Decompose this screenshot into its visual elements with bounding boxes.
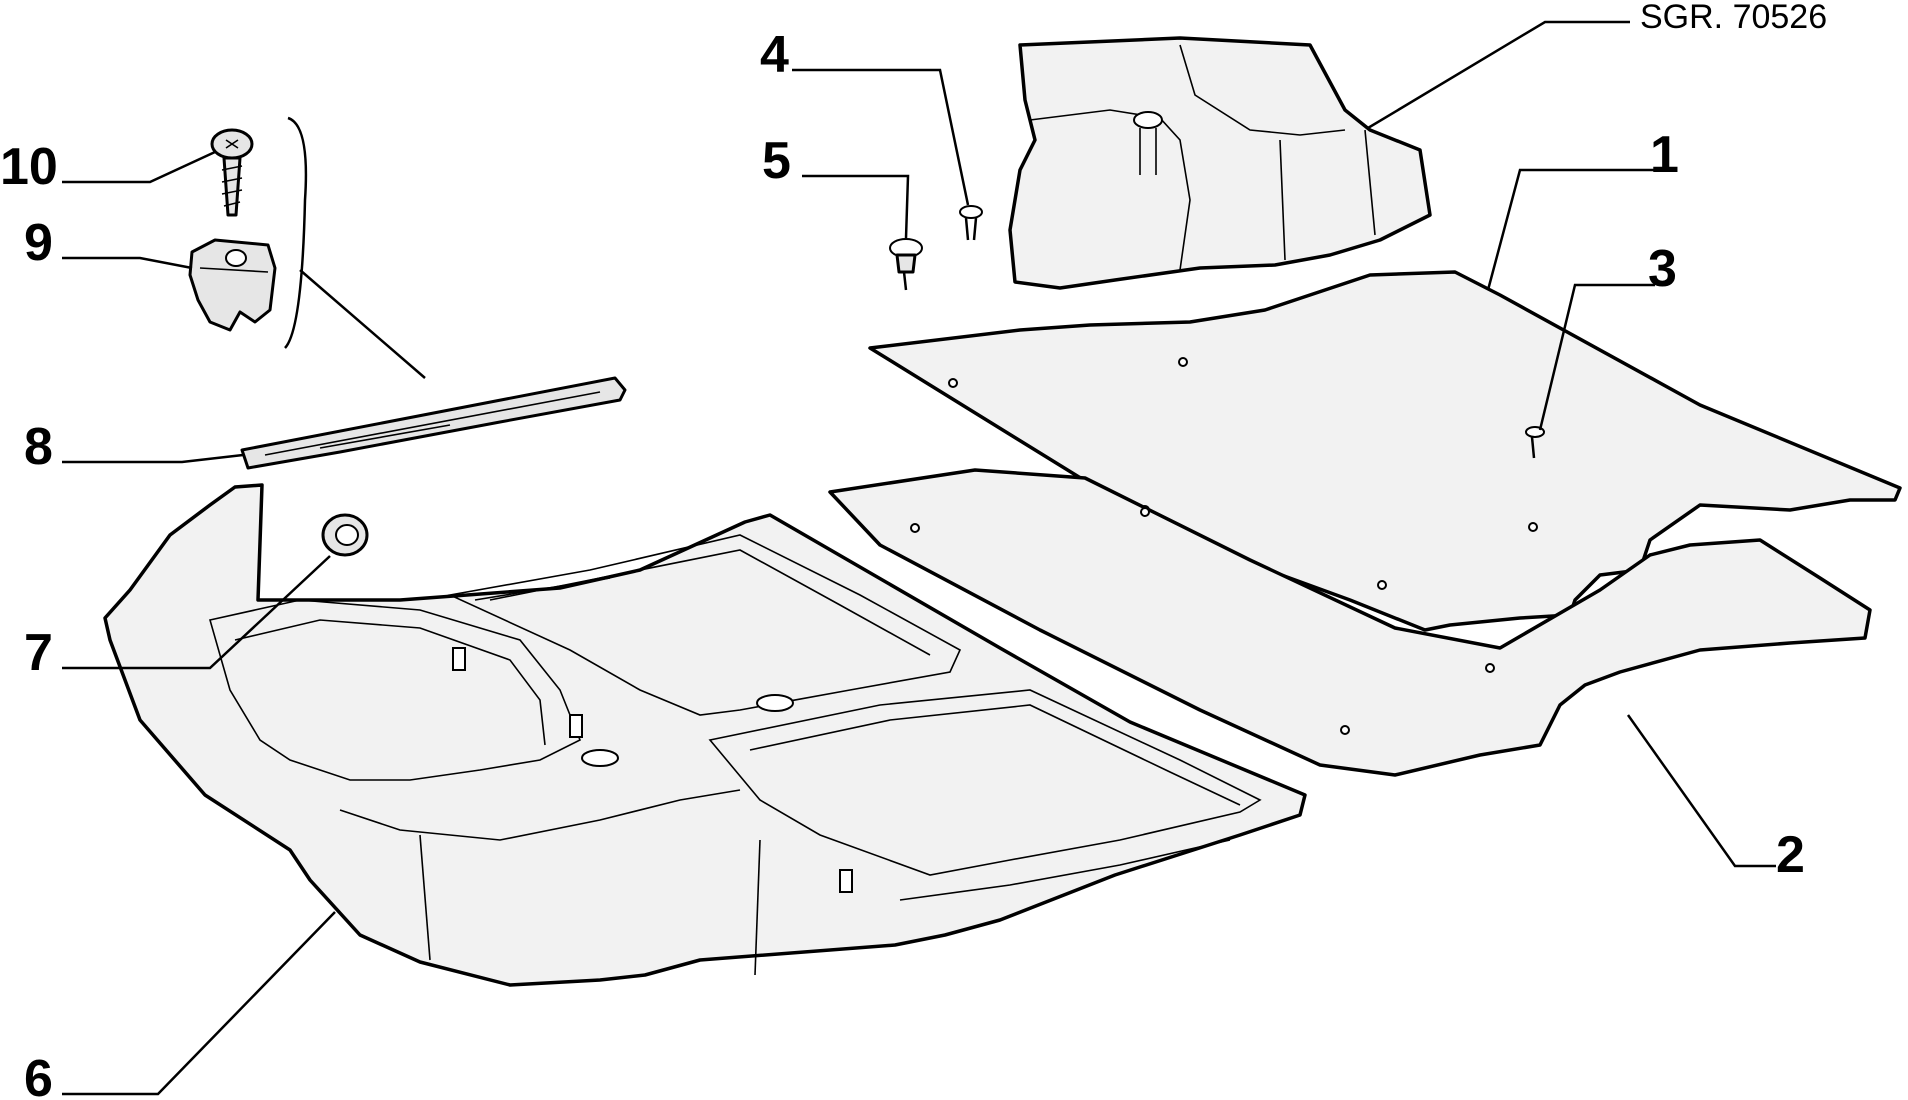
callout-4: 4 bbox=[760, 26, 789, 84]
callout-7: 7 bbox=[24, 624, 53, 682]
trim-strip-8 bbox=[240, 376, 627, 470]
clip-4 bbox=[959, 205, 983, 241]
screw-10 bbox=[210, 128, 254, 217]
trunk-side-panel bbox=[1008, 36, 1432, 290]
leader-6 bbox=[62, 911, 336, 1096]
clip-nut-9 bbox=[188, 238, 277, 332]
leader-4 bbox=[792, 68, 970, 206]
leader-7 bbox=[62, 555, 331, 670]
leader-2 bbox=[1626, 714, 1776, 868]
callout-5: 5 bbox=[762, 132, 791, 190]
callout-2: 2 bbox=[1776, 826, 1805, 884]
floor-mat-upper bbox=[868, 270, 1902, 632]
group-bracket bbox=[284, 116, 308, 349]
push-clip-5 bbox=[889, 238, 923, 291]
reference-code: SGR. 70526 bbox=[1640, 0, 1827, 36]
callout-6: 6 bbox=[24, 1050, 53, 1100]
leader-sgr bbox=[1367, 20, 1630, 130]
callout-1: 1 bbox=[1650, 126, 1679, 184]
floor-mat-lower bbox=[828, 468, 1872, 777]
leader-8 bbox=[62, 453, 244, 464]
trunk-liner-tray-6 bbox=[103, 483, 1307, 987]
callout-10: 10 bbox=[0, 138, 58, 196]
leader-9 bbox=[62, 256, 193, 270]
callout-9: 9 bbox=[24, 214, 53, 272]
leader-bracket bbox=[299, 269, 426, 379]
callout-8: 8 bbox=[24, 418, 53, 476]
leader-1 bbox=[1486, 168, 1660, 291]
grommet-7 bbox=[321, 513, 369, 557]
leader-10 bbox=[62, 150, 216, 184]
leader-5 bbox=[802, 174, 910, 239]
callout-3: 3 bbox=[1648, 240, 1677, 298]
leader-3 bbox=[1538, 283, 1655, 431]
